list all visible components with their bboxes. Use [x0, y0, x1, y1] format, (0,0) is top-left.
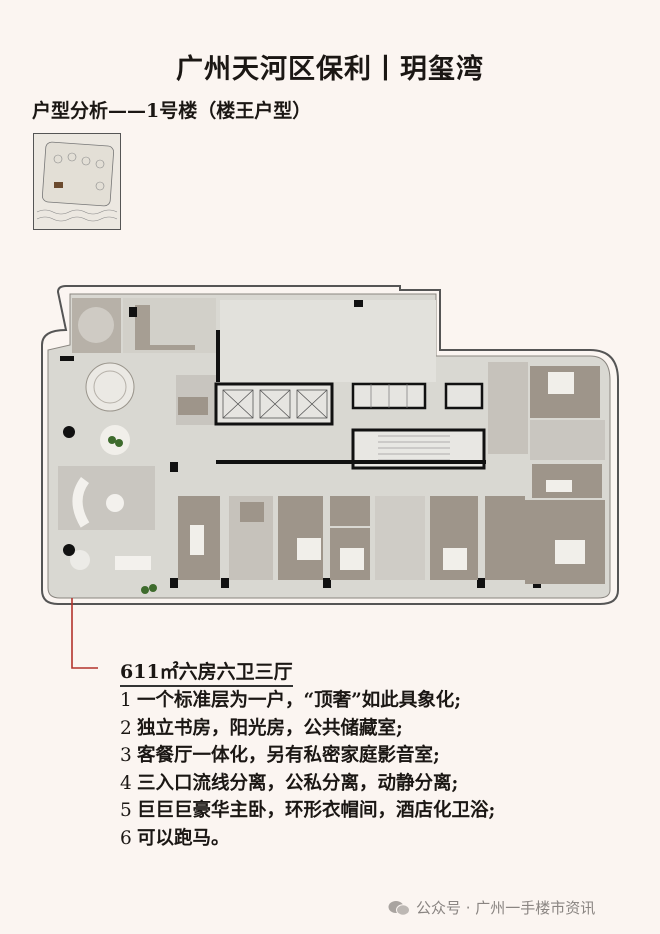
site-plan-thumbnail [33, 133, 121, 230]
dining-table [85, 362, 135, 412]
lobby [220, 300, 436, 382]
page-title: 广州天河区保利丨玥玺湾 [176, 54, 484, 85]
elevator-core [214, 382, 334, 426]
page-subtitle: 户型分析——1号楼（楼王户型） [32, 100, 312, 122]
living-room-carpet [58, 466, 155, 530]
source-text: 公众号 · 广州一手楼市资讯 [416, 899, 596, 917]
leader-line [71, 598, 98, 669]
area-label: 611㎡六房六卫三厅 [120, 657, 293, 687]
wechat-icon [388, 900, 410, 916]
source-watermark: 公众号 · 广州一手楼市资讯 [388, 897, 595, 918]
floor-plan-outline [41, 285, 619, 605]
